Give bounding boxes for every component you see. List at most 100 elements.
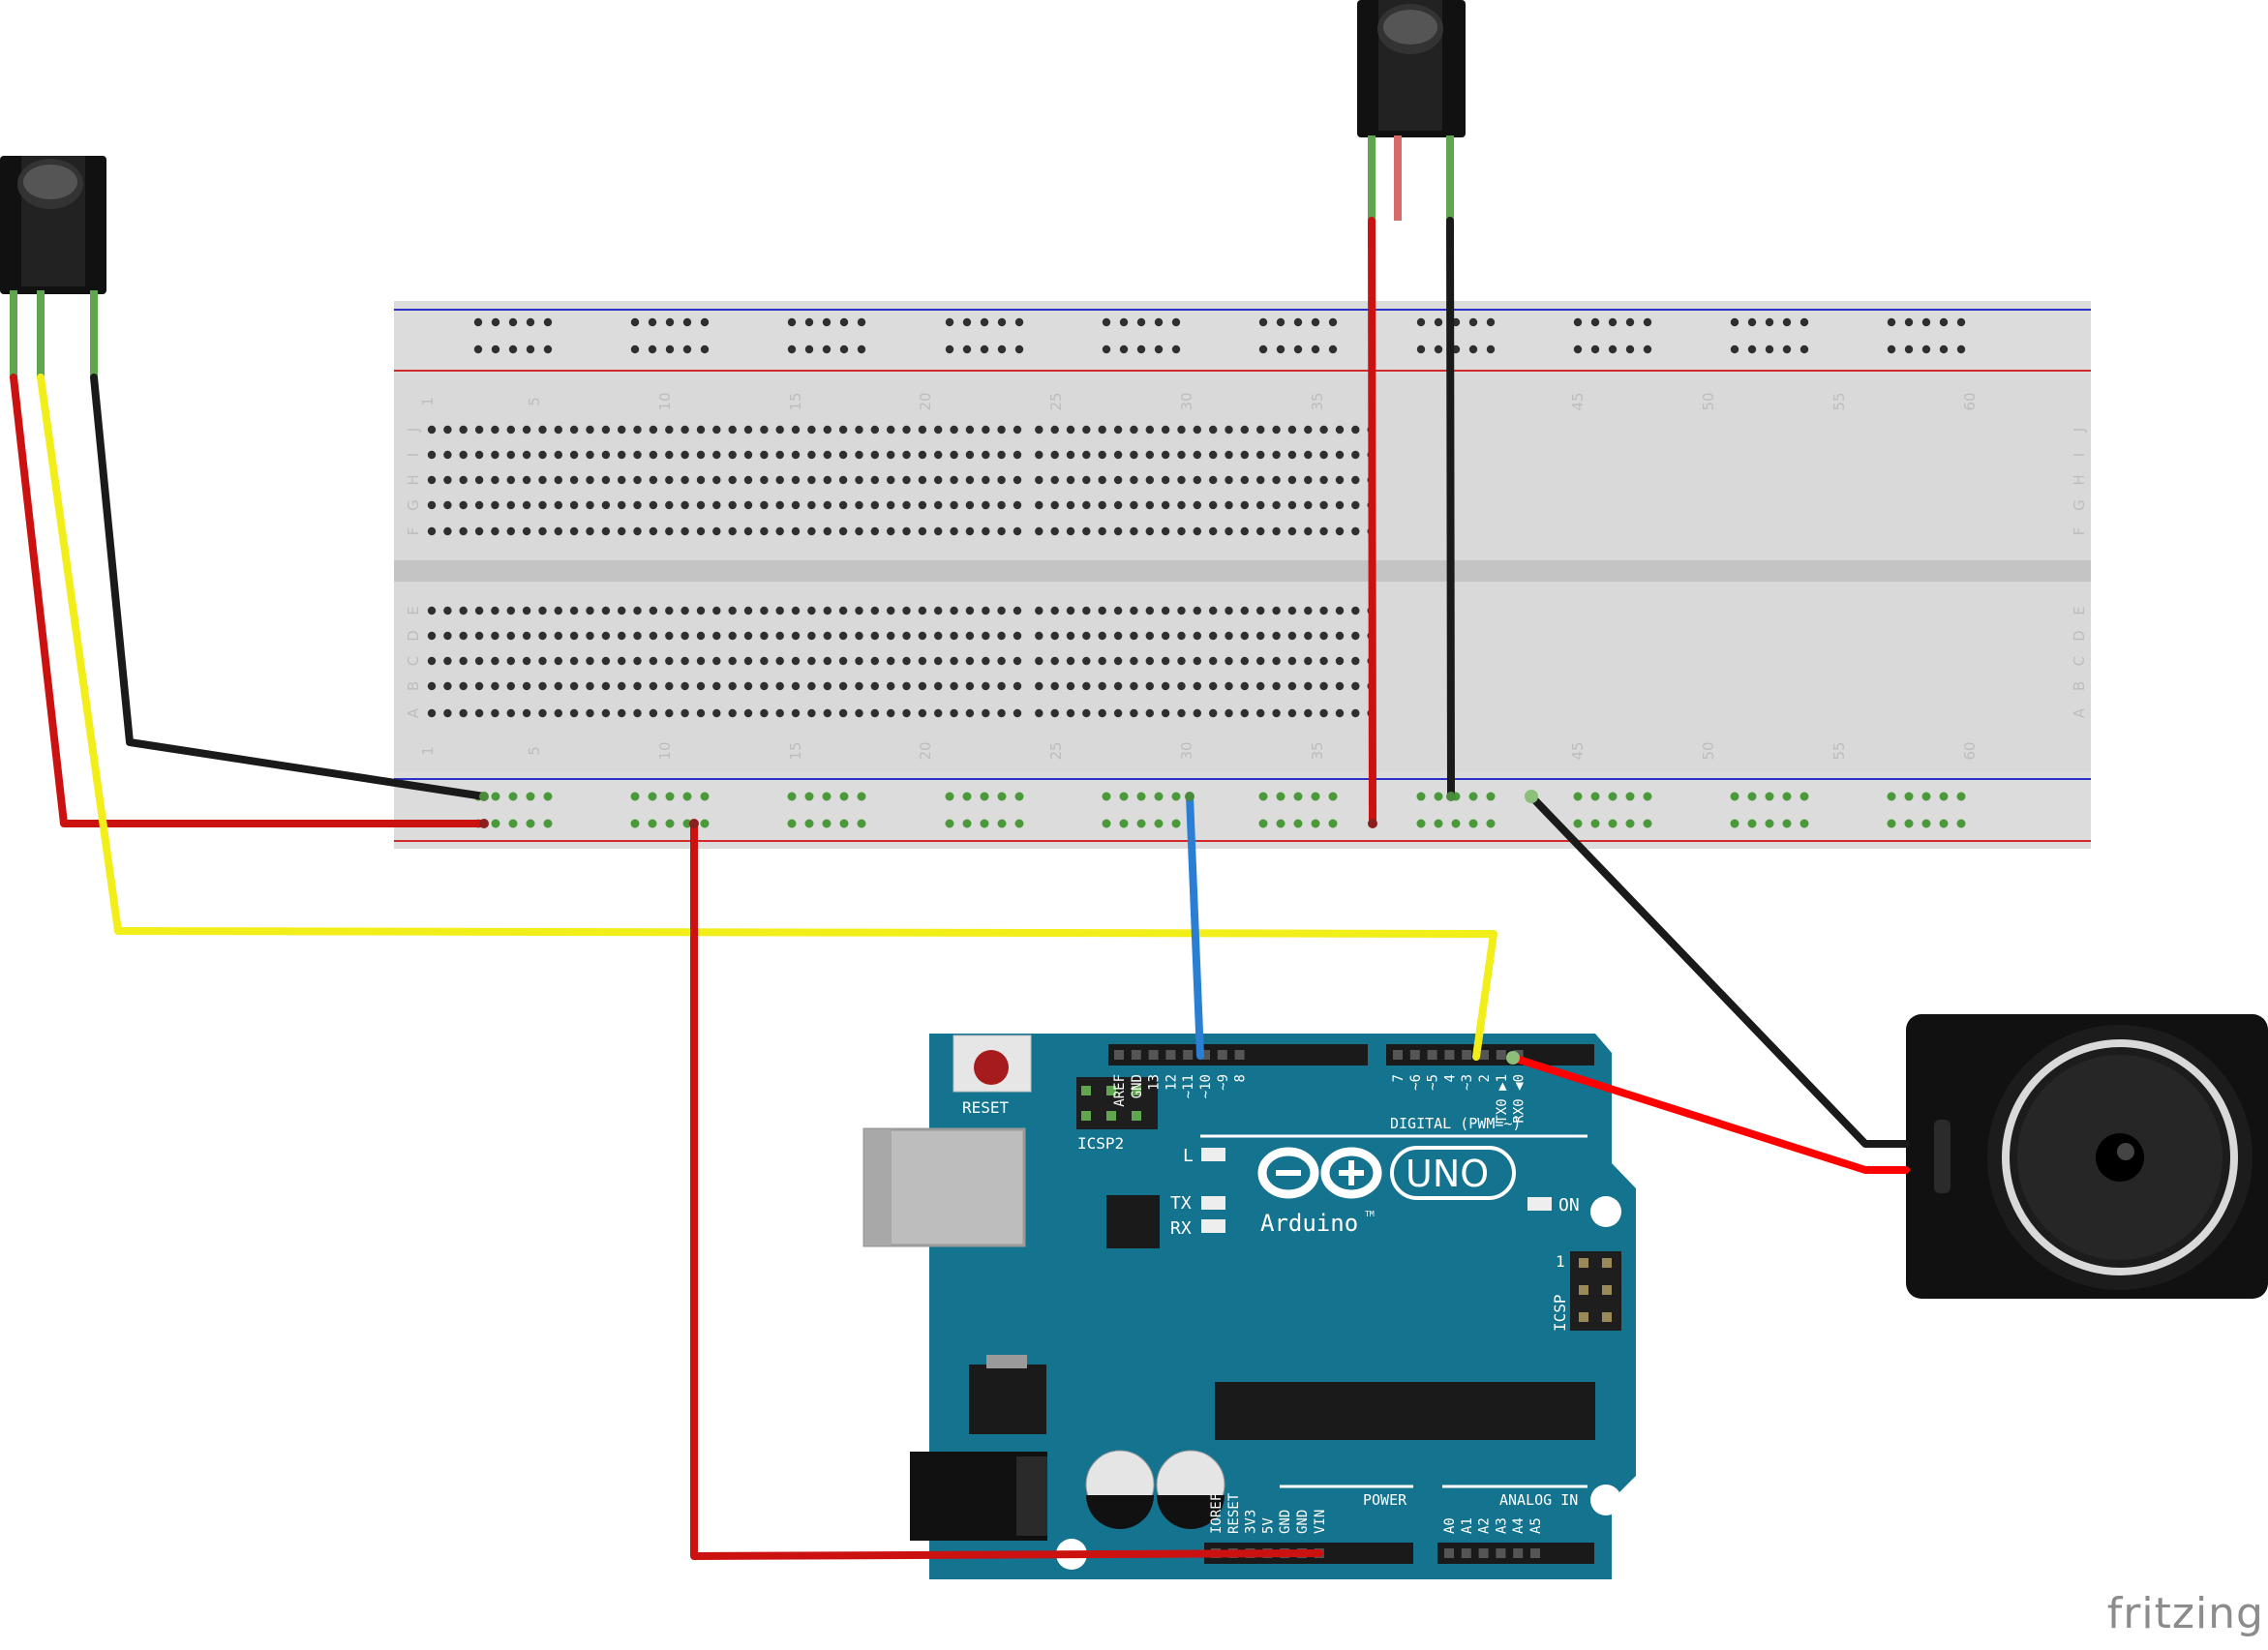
breadboard-labels: 1155101015152020252530303535454550505555…	[405, 392, 2088, 760]
rail-hole	[1747, 345, 1757, 354]
breadboard-hole	[775, 450, 784, 460]
breadboard-hole	[554, 500, 562, 510]
breadboard-hole	[1272, 708, 1281, 718]
breadboard-hole	[775, 475, 784, 485]
rail-hole	[980, 792, 989, 801]
breadboard-hole	[965, 450, 975, 460]
capacitor-left	[1085, 1450, 1155, 1529]
header-pin	[1148, 1050, 1159, 1060]
breadboard-hole	[1287, 681, 1297, 691]
rail-hole	[508, 819, 518, 828]
rail-hole	[682, 345, 692, 354]
breadboard-hole	[728, 526, 737, 536]
rail-hole	[665, 345, 675, 354]
rail-hole	[648, 345, 657, 354]
header-pin	[1200, 1050, 1210, 1060]
breadboard-hole	[1050, 681, 1059, 691]
arduino-uno-board: RESET ICSP2 L TX RX ON Arduino TM UNO DI…	[862, 1034, 1636, 1579]
breadboard-hole	[1256, 450, 1265, 460]
breadboard-hole	[950, 681, 958, 691]
breadboard-hole	[791, 656, 801, 666]
rail-hole	[1102, 317, 1111, 327]
breadboard-hole	[1240, 475, 1250, 485]
header-pin	[1496, 1548, 1506, 1558]
column-number: 35	[1309, 741, 1326, 760]
breadboard-hole	[838, 681, 848, 691]
breadboard-hole	[870, 656, 879, 666]
breadboard-hole	[665, 631, 674, 641]
breadboard-hole	[427, 450, 437, 460]
breadboard-hole	[1113, 526, 1123, 536]
column-number: 30	[1178, 741, 1195, 760]
rail-hole	[1014, 819, 1024, 828]
header-pin	[1444, 1548, 1454, 1558]
breadboard-hole	[1113, 475, 1123, 485]
rail-hole	[1486, 317, 1496, 327]
breadboard-hole	[1335, 500, 1345, 510]
breadboard-hole	[554, 656, 562, 666]
header-pin	[1234, 1050, 1245, 1060]
rail-hole	[473, 317, 483, 327]
breadboard-hole	[569, 708, 579, 718]
breadboard-hole	[1035, 450, 1043, 460]
breadboard-hole	[950, 450, 958, 460]
breadboard-hole	[712, 681, 721, 691]
breadboard-hole	[1113, 500, 1123, 510]
breadboard-hole	[1013, 450, 1022, 460]
reset-button[interactable]	[953, 1035, 1032, 1093]
breadboard-hole	[443, 425, 452, 435]
breadboard-hole	[1177, 425, 1186, 435]
icsp2-label: ICSP2	[1077, 1134, 1124, 1153]
breadboard-hole	[1256, 475, 1265, 485]
breadboard-hole	[1319, 708, 1328, 718]
breadboard-hole	[965, 708, 975, 718]
breadboard-hole	[474, 475, 484, 485]
breadboard-hole	[1098, 656, 1106, 666]
column-number: 10	[656, 741, 674, 760]
breadboard-hole	[1050, 526, 1059, 536]
rail-hole	[1102, 345, 1111, 354]
breadboard-hole	[838, 631, 848, 641]
icsp2-pin	[1106, 1086, 1116, 1095]
breadboard-hole	[601, 475, 611, 485]
rail-hole	[1416, 317, 1426, 327]
breadboard-hole	[1050, 708, 1059, 718]
breadboard-hole	[982, 656, 990, 666]
breadboard-hole	[1082, 681, 1091, 691]
rail-hole	[1904, 819, 1914, 828]
breadboard-hole	[633, 450, 642, 460]
breadboard-hole	[791, 475, 801, 485]
rail-hole	[1154, 792, 1164, 801]
breadboard-hole	[807, 656, 816, 666]
breadboard-hole	[1225, 450, 1233, 460]
wire-red-speaker	[1509, 1054, 1910, 1174]
breadboard-hole	[950, 425, 958, 435]
breadboard-hole	[1287, 450, 1297, 460]
row-letter: I	[2071, 453, 2088, 457]
rail-hole	[997, 792, 1007, 801]
rail-hole	[1887, 792, 1896, 801]
fritzing-watermark: fritzing	[2106, 1589, 2264, 1638]
rail-hole	[1486, 792, 1496, 801]
wire-end	[1506, 1051, 1520, 1065]
pin-label: ~6	[1408, 1074, 1424, 1091]
breadboard-hole	[680, 708, 689, 718]
rail-hole	[1258, 345, 1268, 354]
breadboard-hole	[997, 681, 1006, 691]
rail-hole	[787, 792, 797, 801]
breadboard-hole	[1035, 631, 1043, 641]
breadboard-hole	[1050, 656, 1059, 666]
breadboard-hole	[1193, 708, 1202, 718]
breadboard-hole	[1304, 500, 1313, 510]
pin-label: RESET	[1226, 1492, 1242, 1534]
breadboard-hole	[1013, 425, 1022, 435]
breadboard-hole	[743, 656, 753, 666]
breadboard-hole	[680, 681, 689, 691]
rail-hole	[1782, 317, 1792, 327]
breadboard-hole	[1113, 681, 1123, 691]
column-number: 45	[1569, 741, 1587, 760]
rail-hole	[804, 317, 814, 327]
rail-hole	[980, 345, 989, 354]
column-number: 20	[917, 392, 934, 410]
breadboard-hole	[696, 425, 706, 435]
